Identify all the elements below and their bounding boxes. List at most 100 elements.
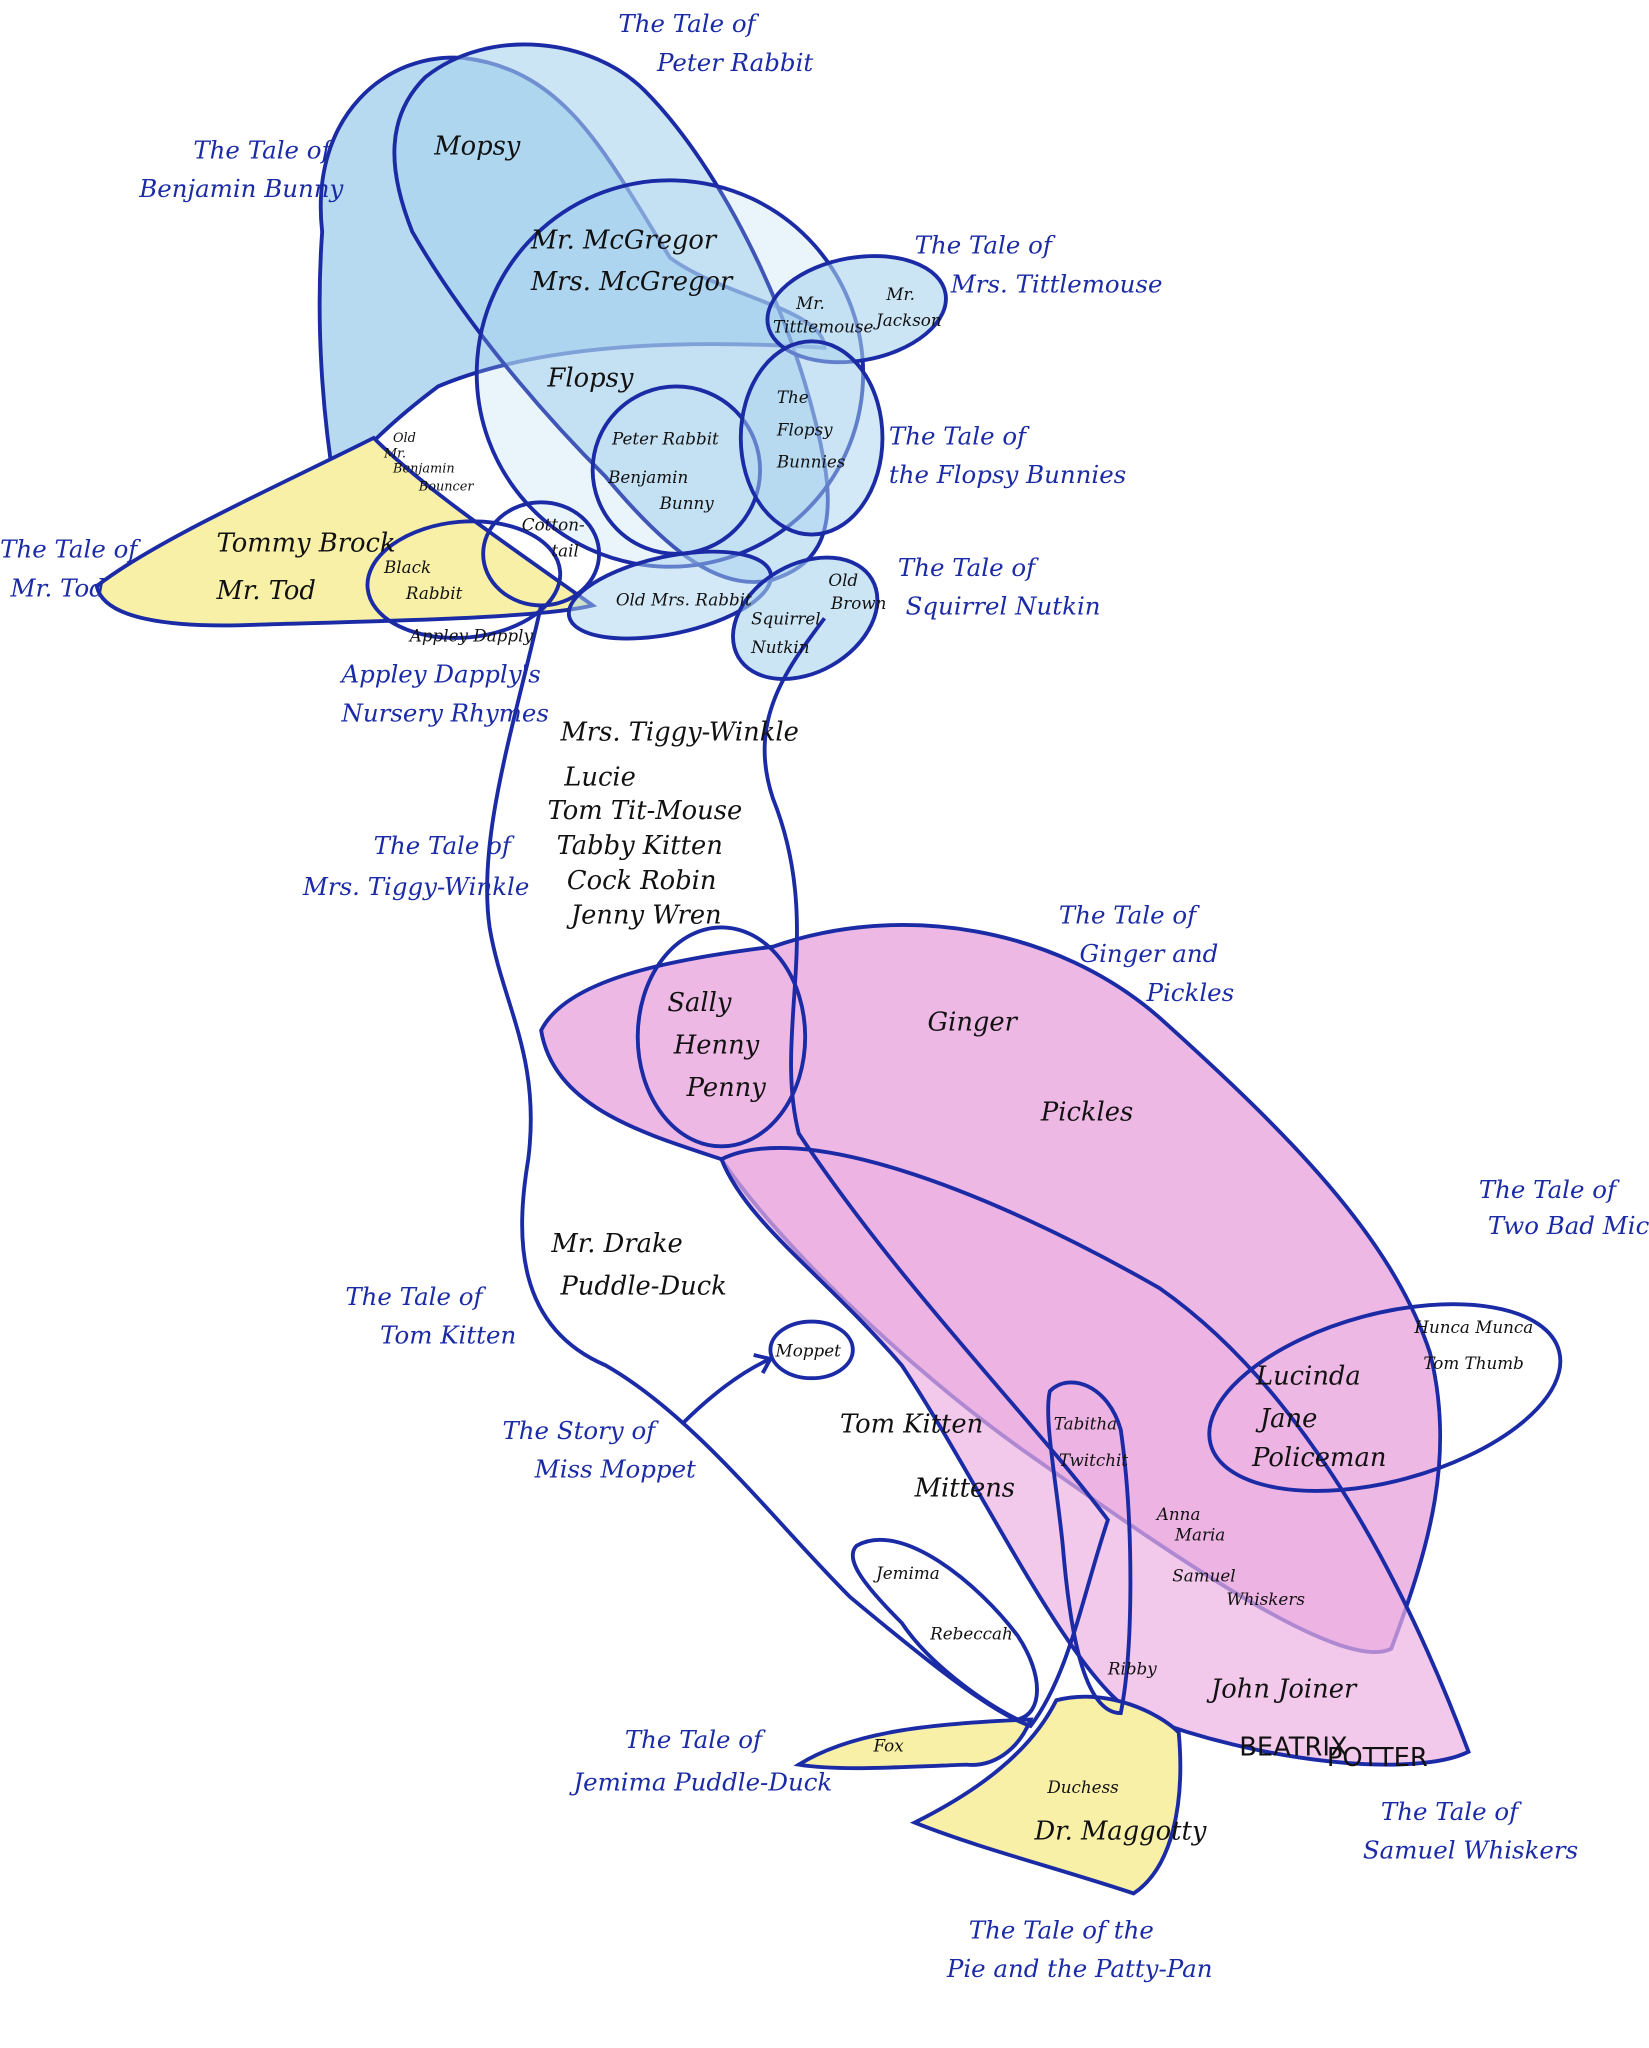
char-sally: Sally xyxy=(667,988,731,1018)
char-ginger: Ginger xyxy=(928,1007,1019,1037)
char-tiggy-winkle: Mrs. Tiggy-Winkle xyxy=(559,718,798,748)
set-regions xyxy=(94,42,1471,1896)
title-mr-tod-1: The Tale of xyxy=(0,535,141,564)
title-tiggy-1: The Tale of xyxy=(374,831,515,860)
title-nutkin-2: Squirrel Nutkin xyxy=(906,591,1101,620)
title-nutkin-1: The Tale of xyxy=(898,553,1039,582)
char-lucinda: Lucinda xyxy=(1255,1362,1361,1392)
char-mr-drake-1: Mr. Drake xyxy=(550,1229,682,1259)
char-flopsy: Flopsy xyxy=(547,363,634,393)
char-tom-tit-mouse: Tom Tit-Mouse xyxy=(548,796,743,826)
char-flopsy-bunnies-3: Bunnies xyxy=(776,452,846,472)
set-jemima xyxy=(850,1537,1039,1722)
char-tabby-kitten: Tabby Kitten xyxy=(557,831,723,861)
title-peter-rabbit-1: The Tale of xyxy=(618,9,759,38)
svg-text:Mr.Tittlemouse: Mr.Tittlemouse xyxy=(773,293,874,336)
char-old-benjamin-1: Old xyxy=(393,431,416,446)
char-benjamin-2: Bunny xyxy=(659,493,715,513)
region-jemima-fox xyxy=(793,1717,1034,1771)
char-hunca-munca: Hunca Munca xyxy=(1413,1317,1533,1337)
char-dr-maggotty: Dr. Maggotty xyxy=(1033,1816,1206,1846)
title-moppet-2: Miss Moppet xyxy=(534,1454,696,1483)
char-benjamin-1: Benjamin xyxy=(607,467,688,487)
char-anna-2: Maria xyxy=(1174,1525,1225,1545)
title-flopsy-1: The Tale of xyxy=(889,421,1030,450)
char-moppet: Moppet xyxy=(775,1340,842,1360)
moppet-arrow xyxy=(681,1353,774,1425)
char-old-mrs-rabbit: Old Mrs. Rabbit xyxy=(616,589,752,609)
set-hens xyxy=(635,925,808,1149)
svg-text:Mr.Jackson: Mr.Jackson xyxy=(873,284,942,330)
char-jenny-wren: Jenny Wren xyxy=(566,901,722,931)
char-tom-thumb: Tom Thumb xyxy=(1423,1353,1523,1373)
char-jemima: Jemima xyxy=(873,1563,940,1583)
set-moppet xyxy=(768,1319,855,1381)
char-tabitha-2: Twitchit xyxy=(1059,1450,1128,1470)
svg-text:Cotton-tail: Cotton-tail xyxy=(522,515,585,561)
char-anna-1: Anna xyxy=(1155,1504,1201,1524)
char-old-benjamin-2: Mr. xyxy=(383,446,406,461)
char-tommy-brock: Tommy Brock xyxy=(217,528,396,558)
char-tom-kitten: Tom Kitten xyxy=(840,1409,983,1439)
char-nutkin-1: Squirrel xyxy=(751,609,821,629)
title-benjamin-1: The Tale of xyxy=(193,135,334,164)
title-jemima-2: Jemima Puddle-Duck xyxy=(568,1767,832,1796)
title-peter-rabbit-2: Peter Rabbit xyxy=(656,48,813,77)
char-appley-dapply: Appley Dapply xyxy=(408,625,534,645)
title-moppet-1: The Story of xyxy=(502,1416,659,1445)
char-henny: Henny xyxy=(673,1031,760,1061)
title-ginger-3: Pickles xyxy=(1146,978,1235,1007)
title-appley-1: Appley Dapply's xyxy=(339,660,540,689)
title-pie-2: Pie and the Patty-Pan xyxy=(946,1954,1213,1983)
char-duchess: Duchess xyxy=(1046,1777,1119,1797)
char-jackson-1: Mr. xyxy=(885,284,915,304)
char-cock-robin: Cock Robin xyxy=(567,866,717,896)
char-mr-drake-2: Puddle-Duck xyxy=(559,1271,726,1301)
char-rebeccah: Rebeccah xyxy=(929,1624,1013,1644)
char-potter: POTTER xyxy=(1327,1743,1428,1773)
title-ginger-2: Ginger and xyxy=(1080,939,1219,968)
char-samuel-1: Samuel xyxy=(1172,1566,1235,1586)
svg-text:BEATRIXPOTTER: BEATRIXPOTTER xyxy=(1239,1733,1428,1773)
title-mice-2: Two Bad Mice xyxy=(1488,1211,1649,1240)
title-mr-tod-2: Mr. Tod xyxy=(9,573,104,602)
char-beatrix: BEATRIX xyxy=(1239,1733,1347,1763)
set-old-mrs-rabbit xyxy=(566,549,773,641)
char-penny: Penny xyxy=(686,1073,767,1103)
char-mr-tod: Mr. Tod xyxy=(216,576,316,606)
set-tittlemouse xyxy=(765,254,948,365)
char-flopsy-bunnies-1: The xyxy=(777,387,809,407)
char-jane: Jane xyxy=(1255,1404,1318,1434)
title-ginger-1: The Tale of xyxy=(1059,901,1200,930)
char-old-brown-2: Brown xyxy=(830,593,886,613)
character-labels: Mopsy Mr. McGregor Mrs. McGregor Mr.Titt… xyxy=(216,132,1534,1847)
char-flopsy-bunnies-2: Flopsy xyxy=(776,419,833,439)
char-cottontail-2: tail xyxy=(551,540,578,560)
set-tabitha xyxy=(1046,1380,1133,1716)
set-outlines xyxy=(365,178,1563,1729)
title-tittlemouse-2: Mrs. Tittlemouse xyxy=(950,269,1163,298)
char-mr-mcgregor: Mr. McGregor xyxy=(530,226,718,256)
title-samuel-2: Samuel Whiskers xyxy=(1363,1836,1578,1865)
